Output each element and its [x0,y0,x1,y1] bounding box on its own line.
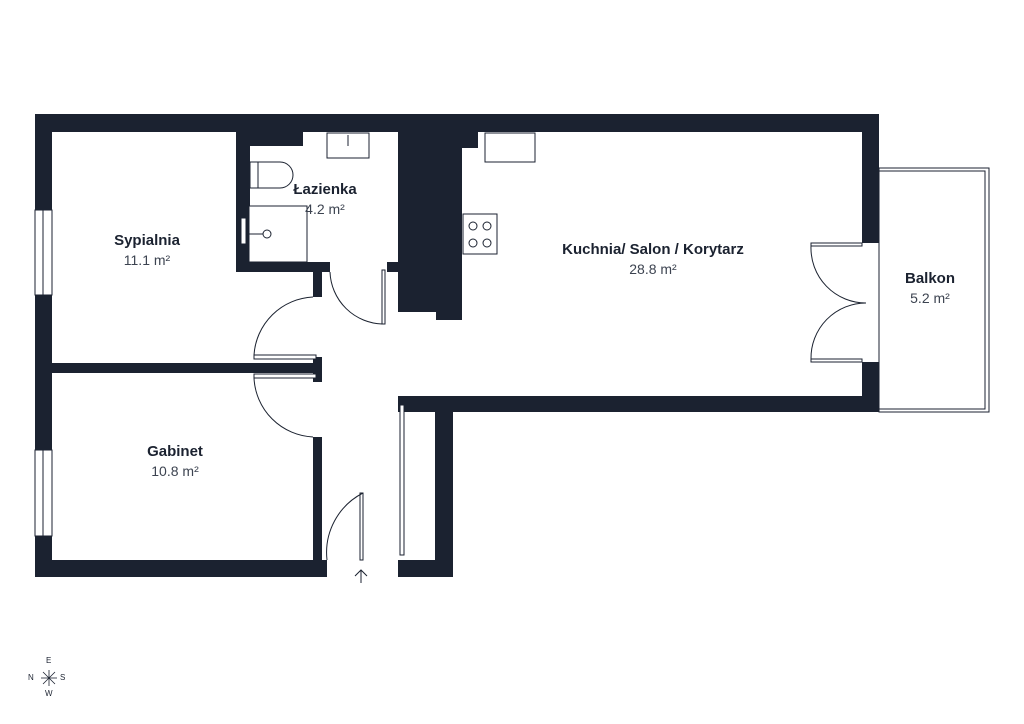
compass-rose-icon [41,670,57,686]
room-area: 4.2 m² [305,201,345,217]
walls [35,114,879,577]
room-name: Gabinet [147,443,203,460]
room-name: Kuchnia/ Salon / Korytarz [562,241,744,258]
room-kuchnia-salon-korytarz: Kuchnia/ Salon / Korytarz 28.8 m² [562,241,744,277]
compass-w: W [45,689,53,698]
cooktop [462,213,498,255]
room-balkon: Balkon 5.2 m² [905,270,955,306]
compass-s: S [60,673,66,682]
compass: E N S W [26,656,76,700]
toilet [249,161,294,189]
room-area: 11.1 m² [123,252,171,268]
doors [253,242,867,561]
kitchen-sink [484,132,536,163]
entrance-arrow-icon [354,569,368,583]
room-lazienka: Łazienka 4.2 m² [293,181,356,217]
room-sypialnia: Sypialnia 11.1 m² [114,232,180,268]
room-name: Balkon [904,270,956,287]
room-area: 5.2 m² [910,290,950,306]
compass-n: N [28,673,34,682]
room-gabinet: Gabinet 10.8 m² [147,443,203,479]
room-name: Łazienka [293,181,357,198]
room-name: Sypialnia [114,232,180,249]
compass-e: E [46,656,52,665]
balcony-outline [878,167,990,413]
room-area: 10.8 m² [151,463,199,479]
room-area: 28.8 m² [629,261,677,277]
fixtures [240,132,536,263]
windows [34,209,53,537]
